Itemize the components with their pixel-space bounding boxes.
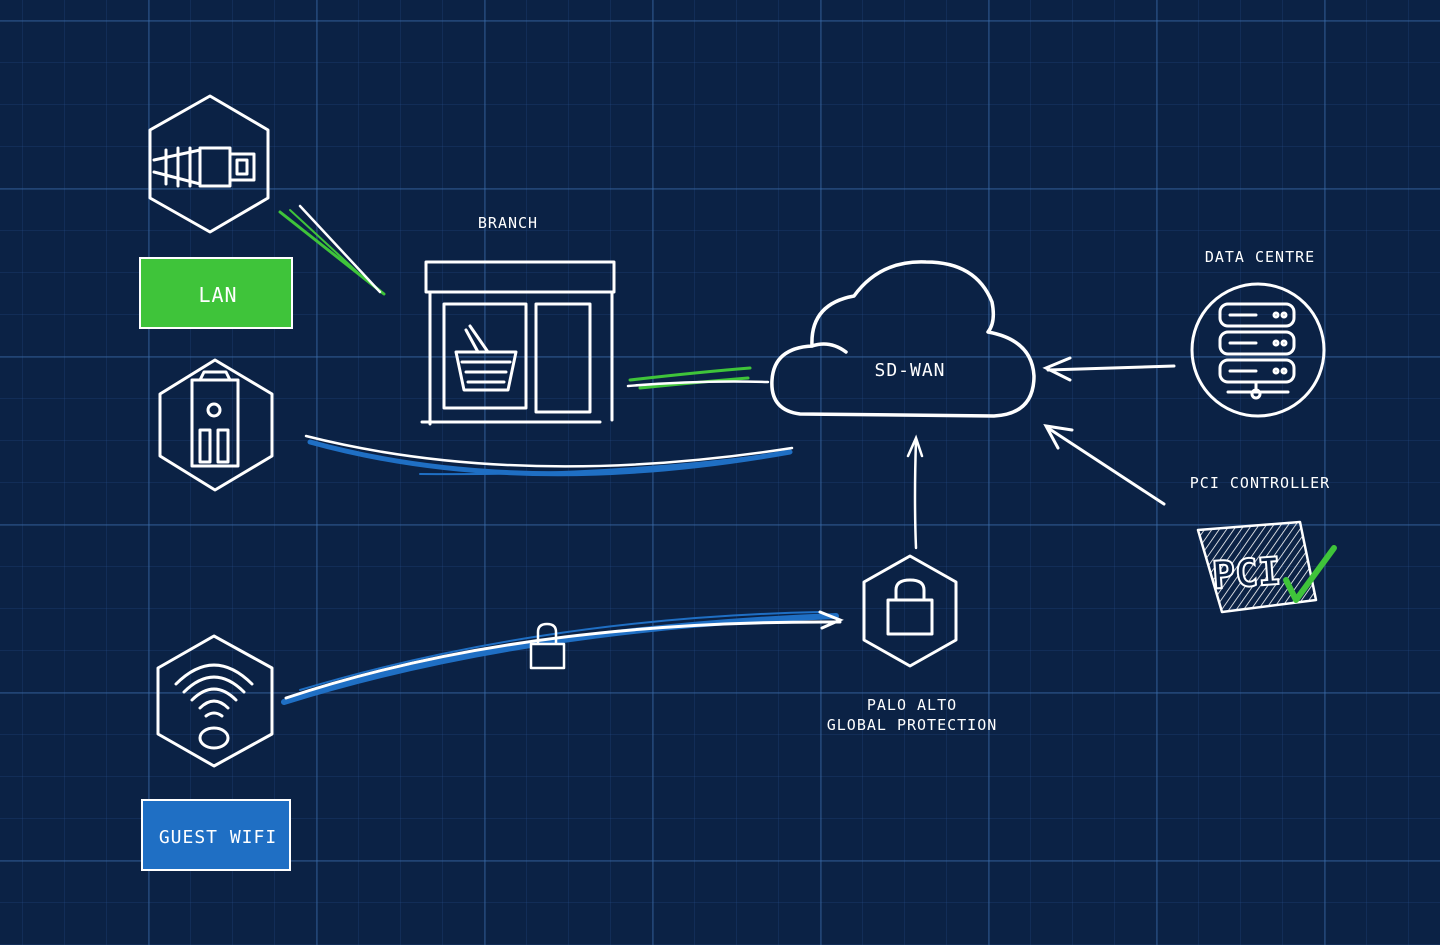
store-front-icon <box>420 260 616 426</box>
paloalto-to-sdwan-link <box>906 434 924 550</box>
guest-wifi-badge-fill <box>141 799 291 871</box>
lan-badge-fill <box>139 257 293 329</box>
padlock-icon <box>862 554 958 668</box>
datacentre-to-sdwan-link <box>1042 356 1176 382</box>
branch-label: BRANCH <box>477 214 539 232</box>
cloud-icon <box>770 260 1036 418</box>
guest-wifi-badge: GUEST WIFI <box>158 826 278 848</box>
branch-to-sdwan-link <box>626 366 770 390</box>
ethernet-cable-icon <box>148 94 270 234</box>
pci-controller-label: PCI CONTROLLER <box>1189 474 1331 492</box>
palo-alto-label-line2: GLOBAL PROTECTION <box>826 716 998 734</box>
palo-alto-label-line1: PALO ALTO <box>866 696 958 714</box>
lan-to-branch-link <box>278 204 386 296</box>
sdwan-label: SD-WAN <box>874 360 946 381</box>
tunnel-padlock-icon <box>529 622 566 670</box>
wifi-icon <box>156 634 274 768</box>
lan-badge: LAN <box>198 283 238 307</box>
pos-to-sdwan-link <box>304 434 794 477</box>
card-terminal-icon <box>158 358 274 492</box>
server-rack-icon <box>1190 282 1326 418</box>
pci-to-sdwan-link <box>1043 424 1166 506</box>
pci-logo-text: PCI <box>1211 549 1283 598</box>
pci-check-logo: PCI <box>1196 520 1337 614</box>
data-centre-label: DATA CENTRE <box>1204 248 1316 266</box>
